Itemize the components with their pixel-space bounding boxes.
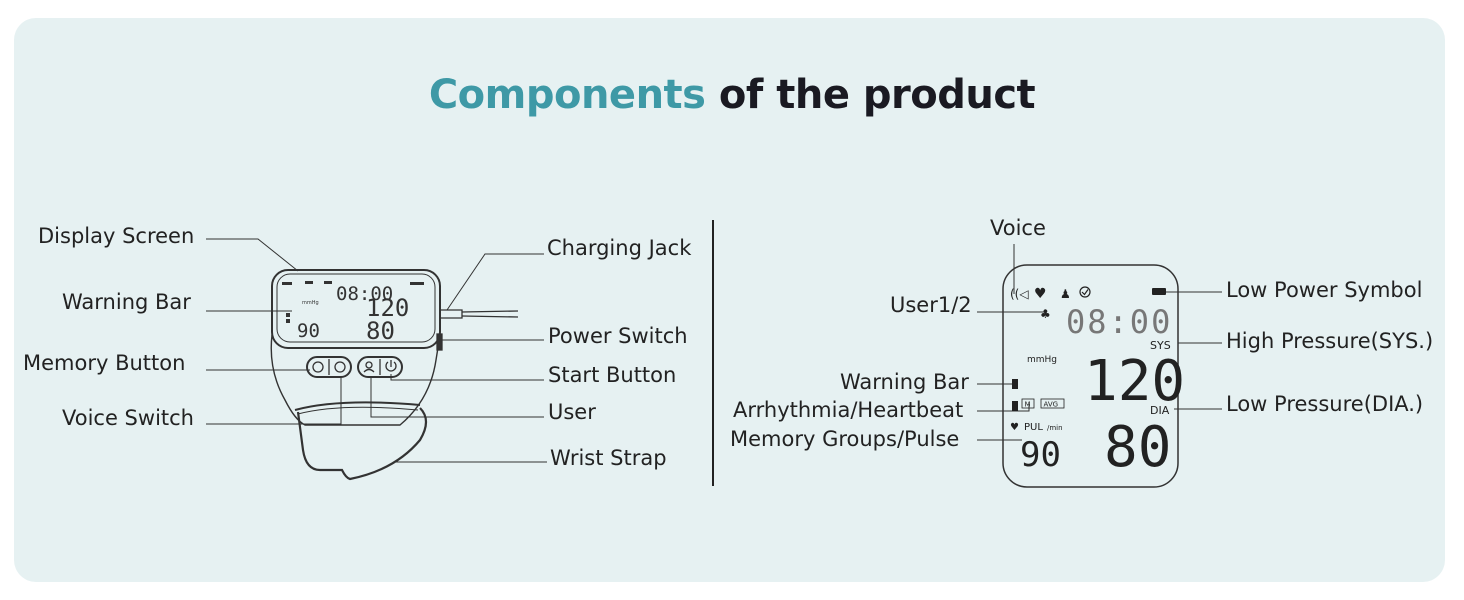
label-memory-pulse: Memory Groups/Pulse <box>730 427 960 451</box>
label-warning-bar: Warning Bar <box>62 290 191 314</box>
label-low-pressure: Low Pressure(DIA.) <box>1226 392 1424 416</box>
device-pulse: 90 <box>297 320 320 342</box>
pul-label: PUL <box>1024 422 1043 433</box>
label-display-screen: Display Screen <box>38 224 195 248</box>
speaker-icon: ((◁ <box>1010 287 1029 301</box>
wrist-strap <box>294 401 428 481</box>
display-leader-lines <box>977 244 1222 441</box>
user-figure-icon: ♟ <box>1060 287 1071 301</box>
label-charging-jack: Charging Jack <box>547 236 692 260</box>
page-title: Components of the product <box>0 72 1464 118</box>
label-warning-bar-display: Warning Bar <box>840 370 969 394</box>
label-voice-switch: Voice Switch <box>62 406 194 430</box>
label-memory-button: Memory Button <box>23 351 186 375</box>
lcd-unit: mmHg <box>1027 355 1057 365</box>
device-sys: 120 <box>366 294 409 322</box>
dia-tag: DIA <box>1150 404 1170 417</box>
label-low-power: Low Power Symbol <box>1226 278 1423 302</box>
lcd-time: 08:00 <box>1066 303 1172 341</box>
lcd-dia: 80 <box>1104 415 1171 480</box>
check-icon <box>1079 286 1091 298</box>
device-buttons <box>306 356 403 378</box>
user-icon: ♣ <box>1040 307 1051 321</box>
lcd-content: ((◁ ♥ ♟ ♣ 08:00 SYS mmHg 120 DIA 80 M AV… <box>1010 286 1185 480</box>
device-time: 08:00 <box>336 283 393 305</box>
device-leader-lines <box>206 238 547 463</box>
label-arrhythmia: Arrhythmia/Heartbeat <box>733 398 964 422</box>
memory-tag-box <box>1021 398 1035 409</box>
battery-icon <box>1152 288 1166 295</box>
avg-tag-box <box>1040 398 1065 409</box>
label-power-switch: Power Switch <box>548 324 688 348</box>
charging-cable <box>440 309 519 319</box>
lcd-sys: 120 <box>1084 349 1185 414</box>
sys-tag: SYS <box>1150 339 1171 352</box>
label-user: User <box>548 400 596 424</box>
lcd-display-outline <box>1002 264 1179 488</box>
memory-tag: M <box>1025 401 1031 409</box>
heart-icon: ♥ <box>1034 286 1047 302</box>
label-high-pressure: High Pressure(SYS.) <box>1226 329 1434 353</box>
avg-tag: AVG <box>1044 401 1059 409</box>
warning-bar-top <box>1012 379 1018 389</box>
title-accent: Components <box>428 72 706 118</box>
device-unit: mmHg <box>302 300 319 306</box>
label-voice: Voice <box>990 216 1046 240</box>
label-start-button: Start Button <box>548 363 677 387</box>
warning-bar-bottom <box>1012 401 1018 411</box>
device-dia: 80 <box>366 317 395 345</box>
pulse-heart-icon: ♥ <box>1010 422 1019 433</box>
lcd-pulse: 90 <box>1020 435 1061 475</box>
device-screen-content: 08:00 120 80 90 mmHg <box>282 281 424 345</box>
section-divider <box>712 220 714 486</box>
pul-unit: /min <box>1047 424 1063 432</box>
title-rest: of the product <box>718 72 1036 118</box>
label-user-1-2: User1/2 <box>890 293 972 317</box>
label-wrist-strap: Wrist Strap <box>550 446 667 470</box>
background-panel <box>14 18 1445 582</box>
